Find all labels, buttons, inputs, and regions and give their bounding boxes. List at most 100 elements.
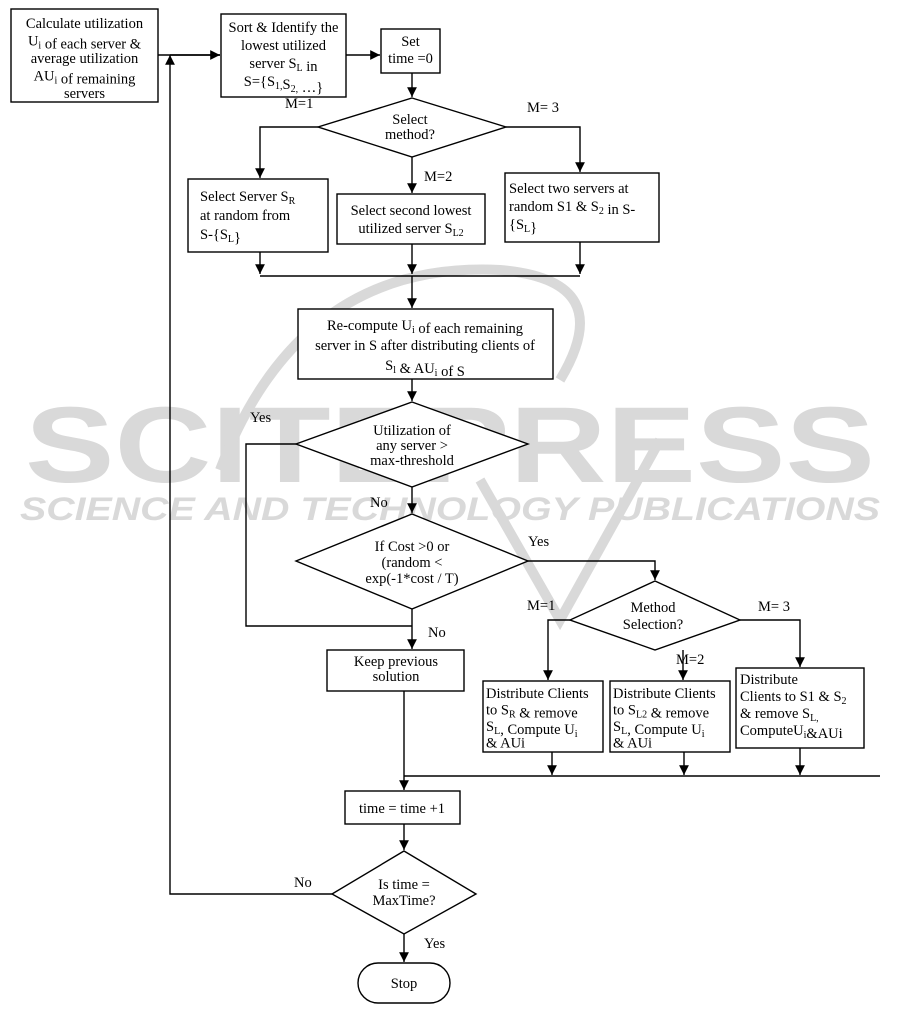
- text-run: method?: [385, 127, 435, 143]
- node-text-line: S-{SL}: [200, 227, 241, 246]
- subscript: 2: [599, 206, 604, 217]
- text-run: & AUi: [613, 736, 652, 752]
- node-text-line: average utilization: [31, 51, 139, 67]
- node-recompute: [297, 308, 554, 380]
- text-run: & AU: [396, 361, 435, 377]
- text-run: server in S after distributing clients o…: [315, 338, 535, 354]
- text-run: Select two servers at: [509, 181, 629, 197]
- node-second-lowest: [336, 193, 486, 245]
- edge-ms-m3: [740, 619, 805, 667]
- node-text-line: ComputeUi&AUi: [740, 723, 843, 742]
- node-text-line: Is time =: [378, 877, 430, 893]
- node-text-line: & remove SL,: [740, 706, 819, 724]
- subscript: 1,: [275, 81, 283, 92]
- node-text-line: Re-compute Ui of each remaining: [327, 318, 523, 337]
- subscript: l: [393, 365, 396, 376]
- label-no-maxtime: No: [294, 875, 312, 891]
- text-run: utilized server S: [358, 221, 452, 237]
- edge-ms-m1: [543, 619, 570, 680]
- text-run: & remove S: [740, 706, 810, 722]
- label-yes-threshold: Yes: [250, 410, 271, 426]
- node-text-line: Utilization of: [373, 423, 451, 439]
- subscript: i: [412, 325, 415, 336]
- node-text-line: Select second lowest: [351, 203, 472, 219]
- text-run: servers: [64, 86, 105, 102]
- subscript: i: [575, 729, 578, 740]
- subscript: i: [55, 76, 58, 87]
- node-text-line: AUi of remaining: [34, 69, 136, 88]
- node-is-max: [330, 850, 478, 935]
- edge-threshold-yes: [245, 443, 412, 627]
- node-text-line: solution: [373, 669, 420, 685]
- node-dist-s1s2: [735, 667, 865, 749]
- subscript: i: [38, 41, 41, 52]
- node-time-inc: [344, 790, 461, 825]
- node-text-line: Select two servers at: [509, 181, 629, 197]
- text-run: to S: [613, 703, 636, 719]
- text-run: random S1 & S: [509, 199, 599, 215]
- node-text-line: Select Server SR: [200, 189, 296, 207]
- edge-select-m3: [506, 126, 585, 172]
- node-two-servers: [504, 172, 660, 243]
- edges: [158, 50, 880, 962]
- text-run: Selection?: [623, 617, 683, 633]
- node-text-line: method?: [385, 127, 435, 143]
- text-run: & remove: [516, 706, 578, 722]
- text-run: of S: [437, 364, 464, 380]
- subscript: i: [702, 729, 705, 740]
- node-text-line: time = time +1: [359, 801, 445, 817]
- node-text-line: Calculate utilization: [26, 16, 144, 32]
- node-dist-r: [482, 680, 604, 753]
- text-run: of each remaining: [415, 321, 523, 337]
- node-text-line: MaxTime?: [372, 893, 435, 909]
- node-text-line: Stop: [391, 976, 418, 992]
- text-run: If Cost >0 or: [375, 539, 450, 555]
- text-run: …}: [298, 80, 323, 96]
- node-text-line: Distribute Clients: [486, 686, 589, 702]
- node-text-line: S={S1,S2, …}: [244, 74, 323, 96]
- subscript: L: [621, 726, 627, 737]
- text-run: {S: [509, 217, 524, 233]
- label-m2-top: M=2: [424, 169, 452, 185]
- node-text-line: any server >: [376, 438, 448, 454]
- subscript: R: [289, 196, 296, 207]
- text-run: &AUi: [806, 726, 842, 742]
- node-method-selection: [568, 580, 742, 651]
- node-select-method: [315, 97, 509, 158]
- text-run: S: [283, 77, 291, 93]
- subscript: L: [297, 63, 303, 74]
- node-text-line: exp(-1*cost / T): [365, 571, 458, 587]
- watermark-subtitle: SCIENCE AND TECHNOLOGY PUBLICATIONS: [20, 491, 881, 527]
- subscript: L: [228, 234, 234, 245]
- node-text-line: SL, Compute Ui: [613, 719, 705, 740]
- node-text-line: Distribute Clients: [613, 686, 716, 702]
- text-run: average utilization: [31, 51, 139, 67]
- text-run: Re-compute U: [327, 318, 412, 334]
- text-run: time =0: [388, 51, 433, 67]
- node-text-line: max-threshold: [370, 453, 455, 469]
- text-run: AU: [34, 69, 55, 85]
- text-run: }: [234, 230, 241, 246]
- node-text-line: lowest utilized: [241, 38, 327, 54]
- label-m3-top: M= 3: [527, 100, 559, 116]
- node-text-line: Keep previous: [354, 654, 439, 670]
- label-m1-bottom: M=1: [527, 598, 555, 614]
- node-stop: [357, 962, 451, 1004]
- edge-labels: M=1 M=2 M= 3 Yes No Yes No M=1 M=2 M= 3 …: [250, 96, 790, 952]
- node-text-line: Set: [401, 34, 420, 50]
- text-run: Is time =: [378, 877, 430, 893]
- node-text-line: servers: [64, 86, 105, 102]
- label-m1-top: M=1: [285, 96, 313, 112]
- text-run: S: [385, 358, 393, 374]
- text-run: exp(-1*cost / T): [365, 571, 458, 587]
- label-yes-cost: Yes: [528, 534, 549, 550]
- node-text-line: time =0: [388, 51, 433, 67]
